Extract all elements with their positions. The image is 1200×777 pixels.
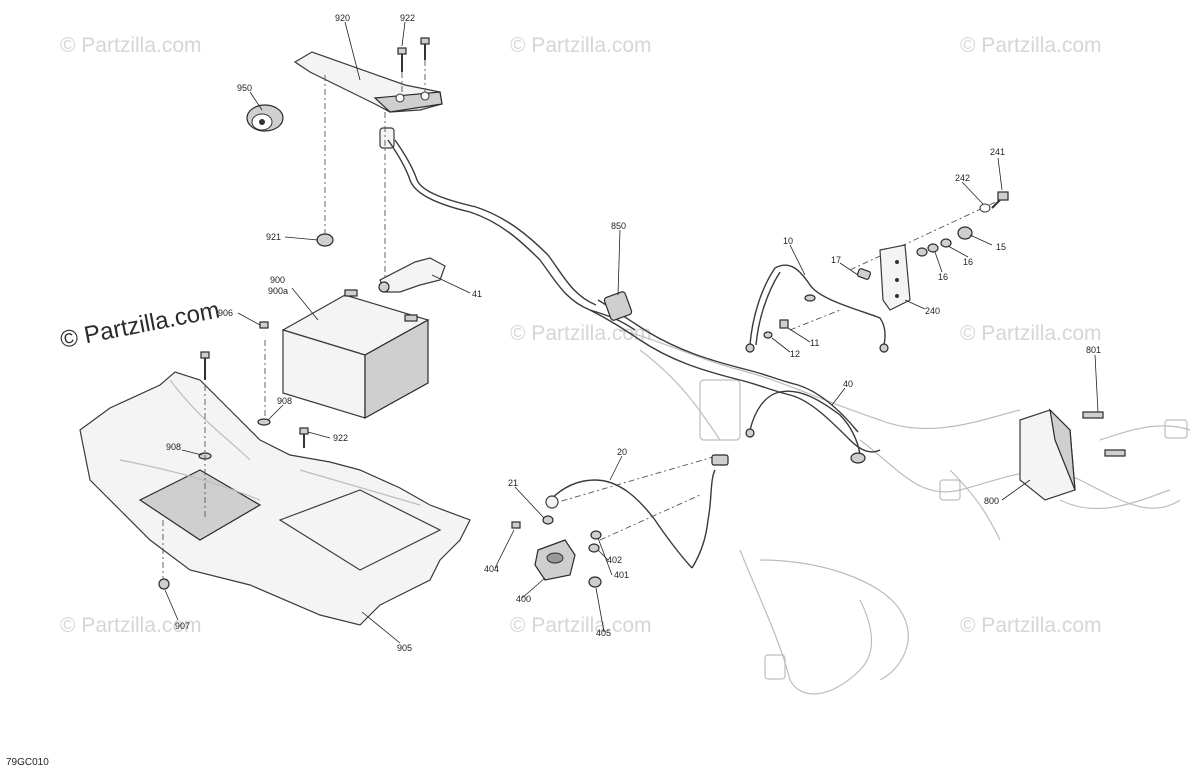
battery-tray-905 (79, 371, 471, 626)
watermark: © Partzilla.com (960, 34, 1102, 57)
watermark-featured: © Partzilla.com (58, 297, 222, 354)
callout-41: 41 (472, 289, 482, 299)
callout-405: 405 (596, 628, 611, 638)
callout-950: 950 (237, 83, 252, 93)
callout-404: 404 (484, 564, 499, 574)
callout-16: 16 (938, 272, 948, 282)
drawing-reference: 79GC010 (6, 757, 49, 768)
callout-11: 11 (810, 338, 819, 348)
callout-10: 10 (783, 236, 793, 246)
battery-900 (281, 289, 430, 420)
leader-lines (164, 21, 1099, 644)
bolt-922 (397, 37, 430, 72)
callout-905: 905 (397, 643, 412, 653)
callout-242: 242 (955, 173, 970, 183)
callout-labels: 920 922 950 921 900 900a 41 906 908 908 … (166, 13, 1101, 653)
watermark: © Partzilla.com (960, 614, 1102, 637)
small-hardware (763, 268, 872, 339)
callout-241: 241 (990, 147, 1005, 157)
module-800 (1019, 408, 1126, 501)
terminal-hardware (916, 191, 1009, 257)
ghost-harness (619, 329, 1191, 695)
callout-15: 15 (996, 242, 1006, 252)
terminal-cover-41 (378, 257, 446, 293)
battery-bracket-920 (293, 51, 443, 149)
callout-400: 400 (516, 594, 531, 604)
callout-922: 922 (400, 13, 415, 23)
nut-921 (316, 233, 334, 247)
callout-907: 907 (175, 621, 190, 631)
callout-906: 906 (218, 308, 233, 318)
watermark: © Partzilla.com (60, 34, 202, 57)
callout-21: 21 (508, 478, 518, 488)
power-outlet-950 (246, 104, 284, 132)
callout-921: 921 (266, 232, 281, 242)
callout-20: 20 (617, 447, 627, 457)
tray-fasteners (158, 321, 309, 590)
callout-240: 240 (925, 306, 940, 316)
watermark: © Partzilla.com (960, 322, 1102, 345)
callout-920: 920 (335, 13, 350, 23)
assembly-lines (162, 60, 1001, 580)
callout-17: 17 (831, 255, 841, 265)
callout-12: 12 (790, 349, 800, 359)
cable-40 (745, 390, 866, 464)
callout-40: 40 (843, 379, 853, 389)
callout-900: 900 (270, 275, 285, 285)
callout-850: 850 (611, 221, 626, 231)
callout-908: 908 (166, 442, 181, 452)
callout-922: 922 (333, 433, 348, 443)
callout-16: 16 (963, 257, 973, 267)
bracket-plate-240 (879, 244, 911, 311)
watermark: © Partzilla.com (510, 34, 652, 57)
callout-900a: 900a (268, 286, 288, 296)
callout-908: 908 (277, 396, 292, 406)
callout-800: 800 (984, 496, 999, 506)
callout-801: 801 (1086, 345, 1101, 355)
watermark: © Partzilla.com (510, 614, 652, 637)
battery-cable (387, 139, 636, 331)
callout-402: 402 (607, 555, 622, 565)
watermark: © Partzilla.com (510, 322, 652, 345)
cable-20 (545, 454, 729, 569)
watermark: © Partzilla.com (60, 614, 202, 637)
callout-401: 401 (614, 570, 629, 580)
main-harness-850 (589, 291, 881, 453)
cable-10 (745, 264, 889, 353)
relay-400 (511, 515, 602, 588)
